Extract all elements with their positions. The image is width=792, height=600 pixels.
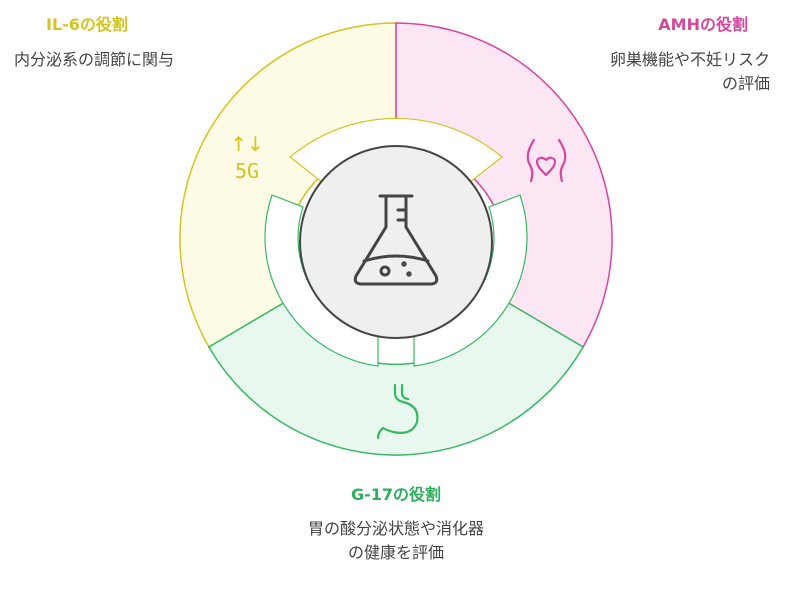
inner-ring-right (413, 194, 528, 367)
arrows-5g-icon: ↑↓ 5G (230, 132, 264, 183)
flask-icon (353, 194, 439, 286)
g17-title: G-17の役割 (350, 485, 442, 504)
center-circle (299, 145, 493, 339)
arrows-icon: ↑↓ (230, 132, 264, 156)
uterus-heart-icon (526, 138, 567, 183)
amh-description: 卵巣機能や不妊リスクの評価 (609, 50, 770, 93)
inner-ring-left (264, 194, 379, 367)
g17-description: 胃の酸分泌状態や消化器の健康を評価 (307, 519, 484, 562)
il6-title: IL-6の役割 (46, 15, 128, 34)
stomach-icon (376, 383, 419, 440)
amh-title: AMHの役割 (658, 15, 748, 34)
signal-5g-icon: 5G (235, 159, 259, 183)
il6-description: 内分泌系の調節に関与 (14, 50, 175, 69)
